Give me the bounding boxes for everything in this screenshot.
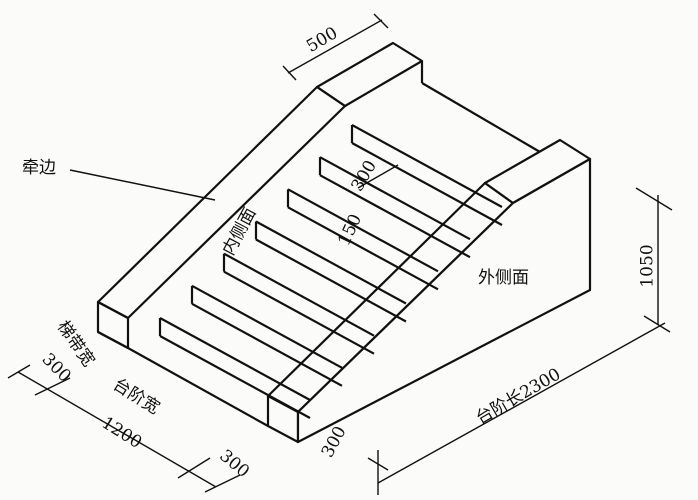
step-riser-base-2 (191, 302, 343, 387)
left-cheek-back-top (315, 41, 424, 108)
dim-2300-line (377, 322, 666, 484)
left-cheek-top (96, 85, 347, 320)
label-outer-side: 外侧面 (478, 268, 529, 288)
landing-back-edge (421, 82, 541, 153)
qianbian-leader (69, 169, 216, 201)
dim-1200-line (17, 371, 217, 488)
dim-1050: 1050 (637, 244, 658, 288)
step-nosing-7 (351, 124, 503, 208)
step-nosing-4 (255, 220, 407, 305)
right-cheek-outer-face (296, 157, 592, 444)
dim-500-line (287, 19, 383, 74)
step-nosing-6 (319, 156, 471, 241)
step-riser-base-6 (319, 174, 471, 259)
step-nosing-2 (191, 284, 343, 369)
dim-tread-line (357, 164, 399, 189)
step-riser-base-7 (351, 142, 503, 226)
step-riser-base-5 (287, 206, 439, 291)
step-nosing-5 (287, 188, 439, 273)
step-riser-base-1 (159, 335, 311, 419)
step-nosing-3 (223, 252, 375, 337)
step-nosing-1 (159, 317, 311, 401)
label-qianbian: 牵边 (22, 158, 56, 178)
left-cheek-bottom (97, 331, 129, 349)
step-riser-base-4 (255, 238, 407, 323)
step-riser-base-3 (223, 270, 375, 355)
ground-edge (127, 347, 269, 427)
